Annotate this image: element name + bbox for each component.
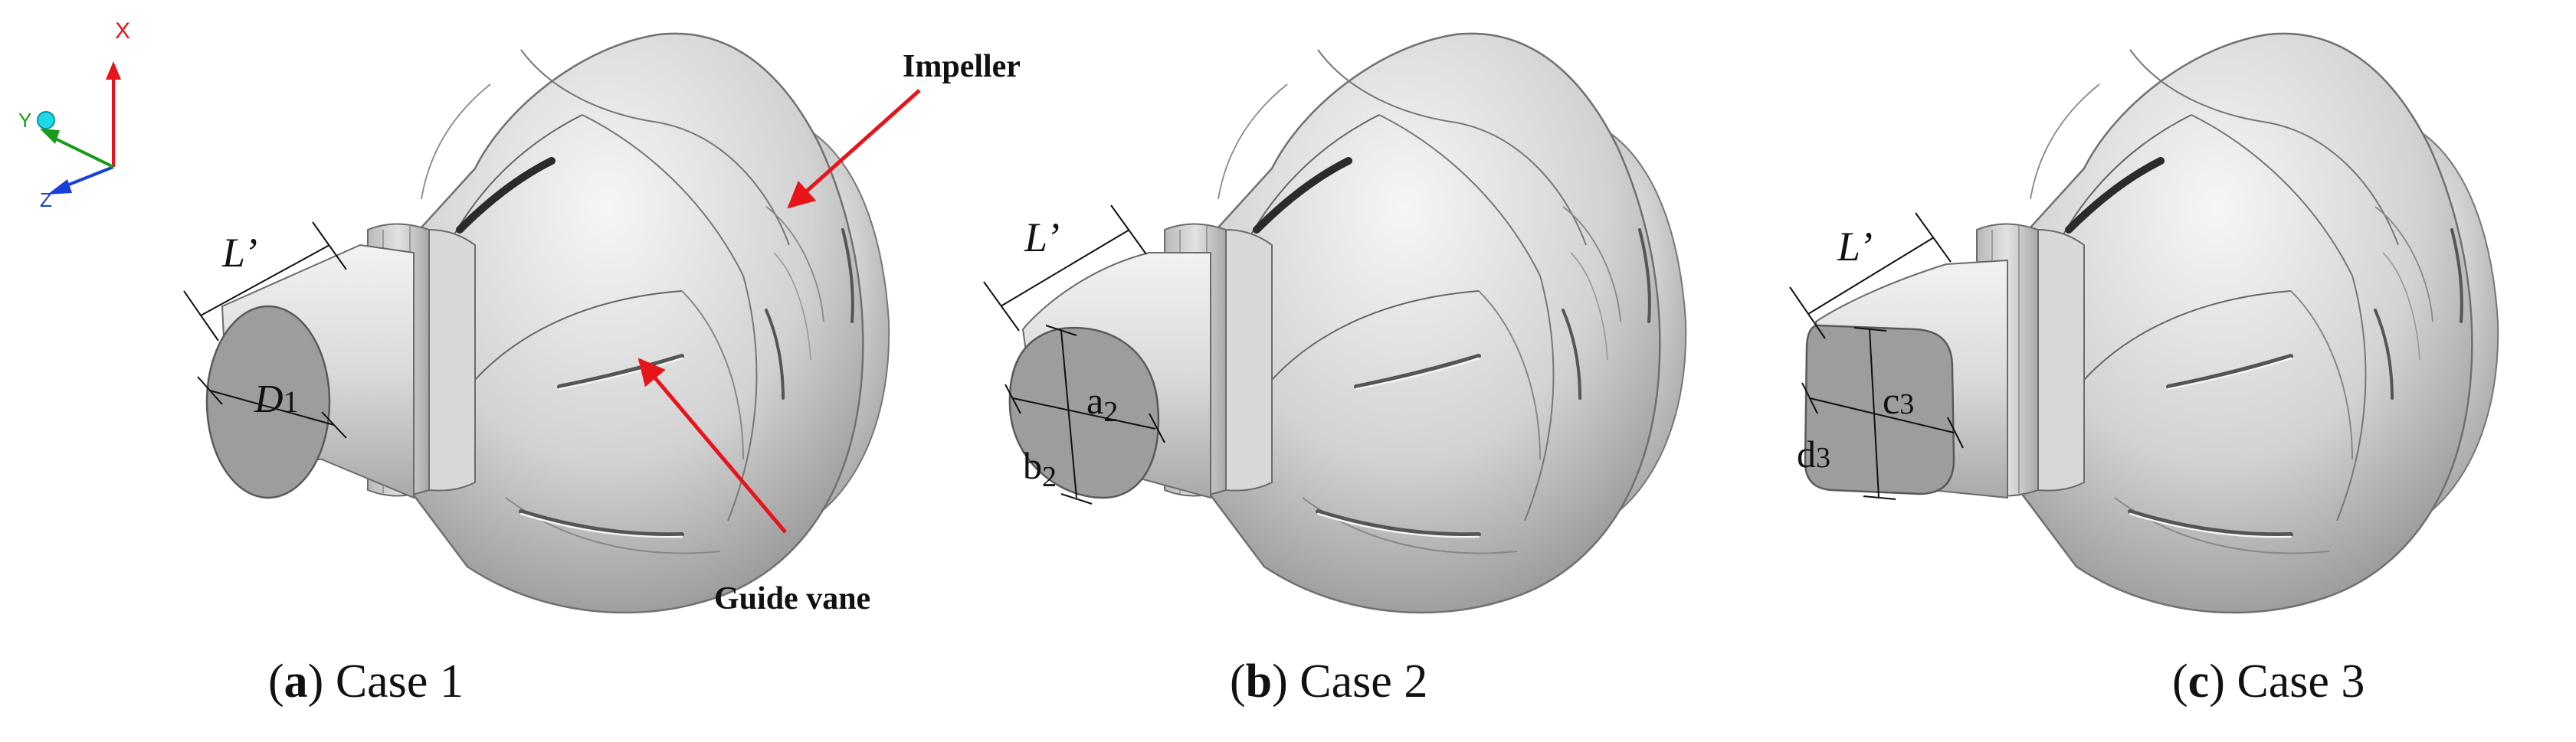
pump-model-case-1: L’ D1 [183,34,889,613]
y-axis-label: Y [18,109,31,132]
circular-inlet-face [205,305,331,499]
guide-vane-label: Guide vane [714,581,870,616]
diameter-d1-label: D1 [254,378,299,421]
length-dimension-label-2: L’ [1024,214,1060,260]
caption-case-2: (b) Case 2 [1230,655,1427,708]
x-axis-label: X [115,18,130,44]
b2-dimension-label: b2 [1023,444,1057,493]
length-dimension-label: L’ [221,230,257,276]
impeller-annotation: Impeller [787,49,1021,209]
caption-case-1: (a) Case 1 [268,655,464,708]
pump-model-case-3: L’ c3 d3 [1789,34,2498,613]
dimension-lines-case-2 [983,204,1165,505]
length-dimension-label-3: L’ [1837,224,1873,270]
dimension-lines-case-1 [183,221,347,439]
impeller-arrow [787,89,921,209]
coordinate-axis-triad: X Y Z [18,18,130,211]
guide-vane-arrow [637,358,787,534]
caption-case-3: (c) Case 3 [2172,655,2365,708]
rectangular-inlet-face [1804,324,1955,495]
c3-dimension-label: c3 [1883,379,1914,422]
guide-vane-annotation: Guide vane [637,358,870,616]
impeller-label: Impeller [903,49,1021,84]
z-axis-label: Z [40,188,52,211]
a2-dimension-label: a2 [1086,379,1118,428]
dimension-lines-case-3 [1789,212,1964,500]
d3-dimension-label: d3 [1797,433,1830,476]
pump-model-case-2: L’ a2 b2 [983,34,1686,613]
